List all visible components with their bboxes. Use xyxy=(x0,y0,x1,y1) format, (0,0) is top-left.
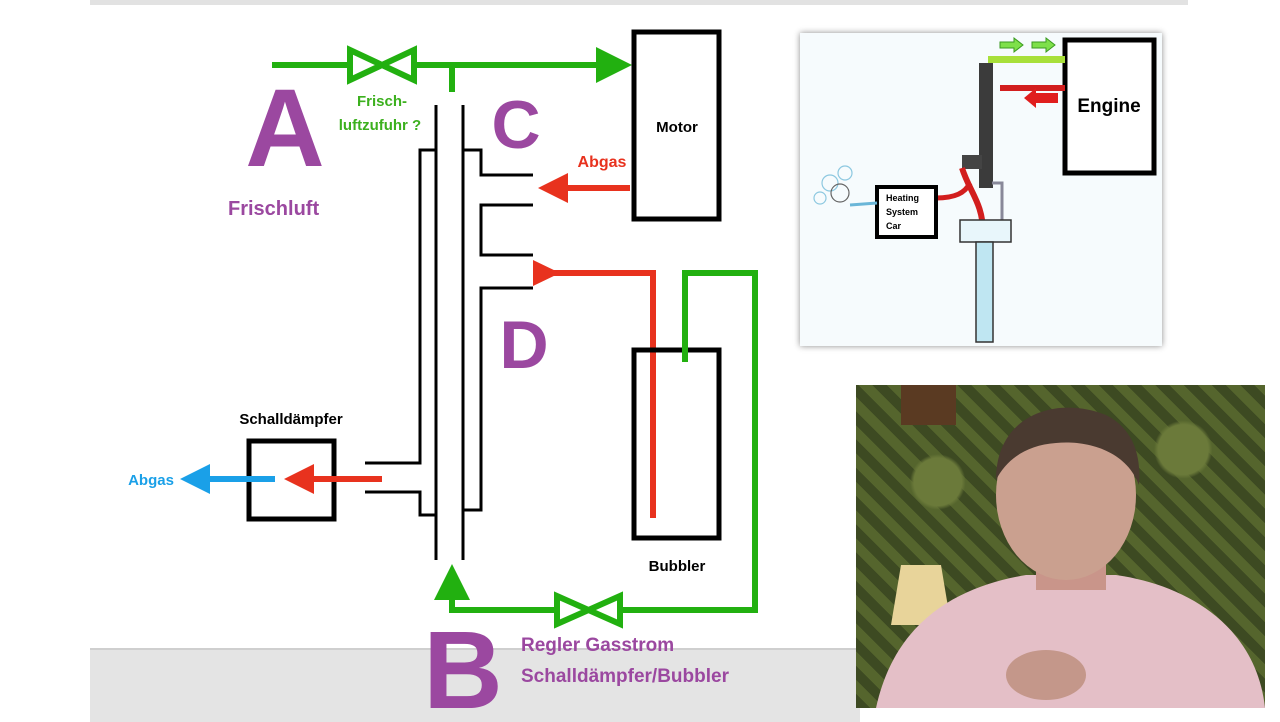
person-hand xyxy=(1006,650,1086,700)
engine-box xyxy=(1062,37,1157,176)
top-bar xyxy=(90,0,1188,5)
regler-label-2: Schalldämpfer/Bubbler xyxy=(521,666,730,687)
wall-lamp xyxy=(901,385,956,425)
heating-label: Heating xyxy=(886,193,919,203)
frischluft-label: Frischluft xyxy=(228,198,319,220)
reference-diagram-inset: Engine Heating System Car xyxy=(800,33,1162,346)
motor-box xyxy=(631,29,722,222)
regler-label: Regler Gasstrom xyxy=(521,635,674,656)
fresh-air-valve-label-2: luftzufuhr ? xyxy=(339,117,421,134)
t-pipe xyxy=(979,63,993,188)
t-pipe-joint xyxy=(962,155,982,169)
fresh-air-pipe xyxy=(988,56,1065,63)
exhaust-pipe xyxy=(1000,85,1065,91)
label-b: B xyxy=(423,609,502,720)
water-tube xyxy=(975,241,994,343)
label-c: C xyxy=(491,87,540,163)
gas-return-line xyxy=(622,270,758,613)
exhaust-to-bubbler-line xyxy=(540,270,656,518)
red-hose-to-heater xyxy=(935,181,973,201)
fresh-air-valve-label: Frisch- xyxy=(357,93,407,110)
heating-system-box xyxy=(875,185,938,239)
label-d: D xyxy=(499,307,548,383)
green-arrow-icon xyxy=(999,36,1056,54)
water-line xyxy=(992,181,1004,225)
red-arrow-icon xyxy=(1024,88,1058,108)
webcam-video xyxy=(856,385,1265,708)
warm-air-outlet xyxy=(849,201,878,207)
motor-label: Motor xyxy=(656,119,698,136)
lamp-shade xyxy=(891,565,951,625)
person-body xyxy=(876,575,1265,708)
gas-return-line-2 xyxy=(434,564,555,613)
bubbler-box xyxy=(631,347,722,541)
person-hair xyxy=(996,407,1140,485)
water-container xyxy=(959,219,1012,243)
slide-bottom-band xyxy=(90,648,860,722)
engine-label: Engine xyxy=(1077,96,1140,117)
fresh-air-valve-icon[interactable] xyxy=(347,45,417,85)
gas-regulator-valve-icon[interactable] xyxy=(554,591,623,629)
schalldaempfer-label: Schalldämpfer xyxy=(239,411,343,428)
abgas-out-label: Abgas xyxy=(128,472,174,489)
exhaust-arrowhead xyxy=(533,260,560,286)
fresh-air-line xyxy=(272,47,632,92)
pipe-assembly xyxy=(365,105,533,560)
person-face xyxy=(996,410,1136,580)
air-swirl-icon xyxy=(813,165,853,205)
bubbler-label: Bubbler xyxy=(649,558,706,575)
label-a: A xyxy=(245,67,324,190)
abgas-motor-label: Abgas xyxy=(578,154,627,171)
heating-label-3: Car xyxy=(886,221,902,231)
heating-label-2: System xyxy=(886,207,918,217)
